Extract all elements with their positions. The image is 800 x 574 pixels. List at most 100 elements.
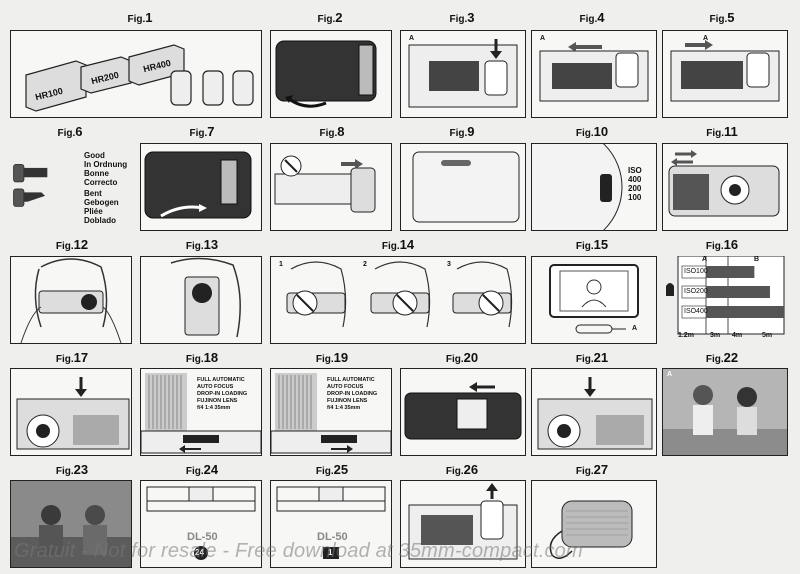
iso400-row-label: ISO400	[684, 308, 708, 315]
camera-open-back-illustration	[404, 382, 522, 440]
range-bar	[706, 266, 755, 278]
marker-a: A	[409, 35, 415, 42]
spec-line-5: f/4 1:4 35mm	[327, 405, 361, 411]
good-label-es: Correcto	[84, 178, 118, 187]
watermark: Gratuit - Not for resale - Free download…	[14, 540, 583, 562]
fig-10-panel: ISO 400 200 100	[531, 143, 657, 231]
fig-6-caption: Fig.6	[57, 124, 83, 139]
fig-15-panel: A	[531, 256, 657, 344]
fig-10-caption: Fig.10	[575, 124, 609, 139]
film-loading-illustration	[408, 39, 518, 108]
film-closing-illustration	[670, 40, 780, 102]
holding-camera-horizontal	[20, 258, 122, 343]
fig-25-caption: Fig.25	[315, 462, 349, 477]
fig-16-panel: A B ISO100 ISO200 ISO400 1.2m 3m 4m 5m	[662, 256, 786, 342]
bent-label-es: Doblado	[84, 216, 116, 225]
spec-line-3: DROP-IN LOADING	[327, 391, 378, 397]
children-dark-photo	[11, 481, 131, 567]
column-b-label: B	[754, 256, 760, 263]
rewind-switch-illustration	[271, 373, 391, 454]
step-1-marker: 1	[279, 261, 283, 268]
bent-label-fr: Pliée	[84, 207, 103, 216]
good-label-fr: Bonne	[84, 169, 109, 178]
shutter-press-illustration	[16, 377, 130, 450]
fig-6-panel: Good In Ordnung Bonne Correcto Bent Gebo…	[10, 143, 130, 229]
fig-3-panel: A	[400, 30, 526, 118]
iso-400: 400	[628, 175, 642, 184]
rewind-switch-illustration	[141, 373, 261, 454]
fig-26-panel	[400, 480, 526, 568]
fig-19-panel: FULL AUTOMATIC AUTO FOCUS DROP-IN LOADIN…	[270, 368, 392, 456]
frame-counter-illustration	[276, 486, 386, 559]
spec-line-2: AUTO FOCUS	[197, 384, 234, 390]
fig-24-caption: Fig.24	[185, 462, 219, 477]
fig-3-caption: Fig.3	[449, 10, 475, 25]
fig-14-caption: Fig.14	[381, 237, 415, 252]
fig-22-photo: A	[662, 368, 788, 456]
iso200-row-label: ISO200	[684, 288, 708, 295]
fig-20-caption: Fig.20	[445, 350, 479, 365]
fig-22-caption: Fig.22	[705, 350, 739, 365]
fig-5-caption: Fig.5	[709, 10, 735, 25]
battery-cover-illustration	[274, 155, 376, 213]
fig-7-caption: Fig.7	[189, 124, 215, 139]
fig-11-caption: Fig.11	[706, 124, 738, 139]
good-label-de: In Ordnung	[84, 160, 128, 169]
fig-9-panel	[400, 143, 526, 231]
good-label-en: Good	[84, 151, 105, 160]
fig-2-caption: Fig.2	[317, 10, 343, 25]
bent-label-en: Bent	[84, 189, 102, 198]
marker-a: A	[667, 371, 673, 378]
step-3-marker: 3	[447, 261, 451, 268]
fig-20-panel	[400, 368, 526, 456]
frame-counter-value: 1	[328, 548, 333, 557]
range-bar	[706, 286, 770, 298]
fig-17-caption: Fig.17	[55, 350, 89, 365]
finger-obstruction-illustration	[286, 261, 513, 328]
camera-open-illustration	[275, 40, 377, 108]
step-2-marker: 2	[363, 261, 367, 268]
fig-4-caption: Fig.4	[579, 10, 605, 25]
fig-17-panel	[10, 368, 132, 456]
spec-line-2: AUTO FOCUS	[327, 384, 364, 390]
fig-4-panel: A	[531, 30, 657, 118]
iso-200: 200	[628, 184, 642, 193]
viewfinder-illustration	[549, 264, 639, 334]
frame-counter-illustration	[146, 486, 256, 560]
fig-15-caption: Fig.15	[575, 237, 609, 252]
fig-23-caption: Fig.23	[55, 462, 89, 477]
fig-1-panel: HR100 HR200 HR400	[10, 30, 262, 118]
bent-label-de: Gebogen	[84, 198, 119, 207]
iso100-row-label: ISO100	[684, 268, 708, 275]
fig-24-panel: DL-50 24	[140, 480, 262, 568]
fig-7-panel	[140, 143, 262, 231]
fig-13-panel	[140, 256, 262, 344]
distance-4m: 4m	[732, 332, 743, 339]
fig-26-caption: Fig.26	[445, 462, 479, 477]
fig-23-photo	[10, 480, 132, 568]
holding-camera-vertical	[170, 257, 241, 338]
fig-2-panel	[270, 30, 392, 118]
spec-line-4: FUJINON LENS	[327, 398, 368, 404]
film-boxes-illustration	[25, 44, 254, 112]
shutter-press-illustration	[537, 377, 653, 450]
fig-21-panel	[531, 368, 657, 456]
distance-5m: 5m	[762, 332, 773, 339]
fig-12-caption: Fig.12	[55, 237, 89, 252]
fig-25-panel: DL-50 1	[270, 480, 392, 568]
film-leader-comparison	[13, 164, 48, 207]
fig-12-panel	[10, 256, 132, 344]
fig-5-panel: A	[662, 30, 788, 118]
frame-counter-value: 24	[195, 548, 204, 557]
column-a-label: A	[702, 256, 708, 263]
model-label: DL-50	[317, 531, 348, 543]
model-label: DL-50	[187, 531, 218, 543]
distance-1-2m: 1.2m	[678, 332, 694, 339]
spec-line-5: f/4 1:4 35mm	[197, 405, 231, 411]
fig-21-caption: Fig.21	[575, 350, 609, 365]
fig-18-panel: FULL AUTOMATIC AUTO FOCUS DROP-IN LOADIN…	[140, 368, 262, 456]
spec-line-1: FULL AUTOMATIC	[327, 377, 375, 383]
flash-range-chart	[666, 256, 785, 335]
fig-19-caption: Fig.19	[315, 350, 349, 365]
fig-8-panel	[270, 143, 392, 231]
